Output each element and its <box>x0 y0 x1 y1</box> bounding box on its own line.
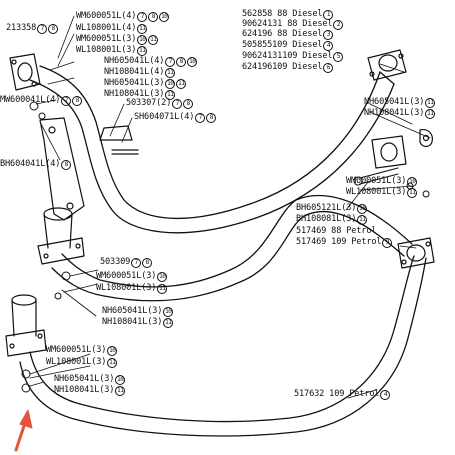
part-label-bh605121l: BH605121L(3)10 <box>296 203 368 214</box>
petrol-109-front-flange <box>5 294 47 357</box>
part-label-nh108041l-3: NH108041L(3)11 <box>104 89 176 100</box>
part-label-nh108041l-3-mid: NH108041L(3)11 <box>102 317 174 328</box>
intermediate-flange <box>371 129 433 169</box>
manifold-flange <box>9 53 41 91</box>
part-label-nh605041l-3-rear: NH605041L(3)11 <box>364 97 436 108</box>
petrol-109-pipe <box>19 255 427 437</box>
part-label-bh108081l: BH108081L(3)11 <box>296 214 368 225</box>
part-label-wl108001l-3-mid: WL108001L(3)11 <box>96 283 168 294</box>
part-label-bh604041l: BH604041L(4)8 <box>0 160 72 170</box>
part-label-wm600051l-3-mid: WM600051L(3)10 <box>96 271 168 282</box>
petrol-88-pipe <box>51 194 413 302</box>
part-label-nh605041l-3-mid: NH605041L(3)10 <box>102 306 174 317</box>
part-label-nh108041l-3-rear: NH108041L(3)11 <box>364 108 436 119</box>
diesel-rear-flange <box>367 49 407 81</box>
pointer-arrow <box>14 409 33 452</box>
petrol-88-front-flange <box>37 207 85 265</box>
part-label-wm600051l-3-front: WM600051L(3)10 <box>46 345 118 356</box>
part-label-nh605041l-3-front: NH605041L(3)10 <box>54 374 126 385</box>
part-label-wl108001l-3-front: WL108001L(3)11 <box>46 357 118 368</box>
part-label-wl108001l-3-rear: WL108001L(3)11 <box>346 187 418 198</box>
part-label-wl108001l-4: WL108001L(4)11 <box>76 23 148 34</box>
mount-bolt <box>353 167 399 186</box>
part-label-wl108001l-3: WL108001L(3)11 <box>76 45 148 56</box>
leader-lines <box>29 15 431 399</box>
part-label-nh108041l-4: NH108041L(4)11 <box>104 67 176 78</box>
diesel-pipe <box>29 65 395 234</box>
petrol-rear-flange <box>397 237 435 269</box>
part-label-517469-88: 517469 88 Petrol <box>296 226 377 236</box>
part-label-nh108041l-3-front: NH108041L(3)11 <box>54 385 126 396</box>
part-label-wm600051l-3-rear: WM600051L(3)10 <box>346 176 418 187</box>
